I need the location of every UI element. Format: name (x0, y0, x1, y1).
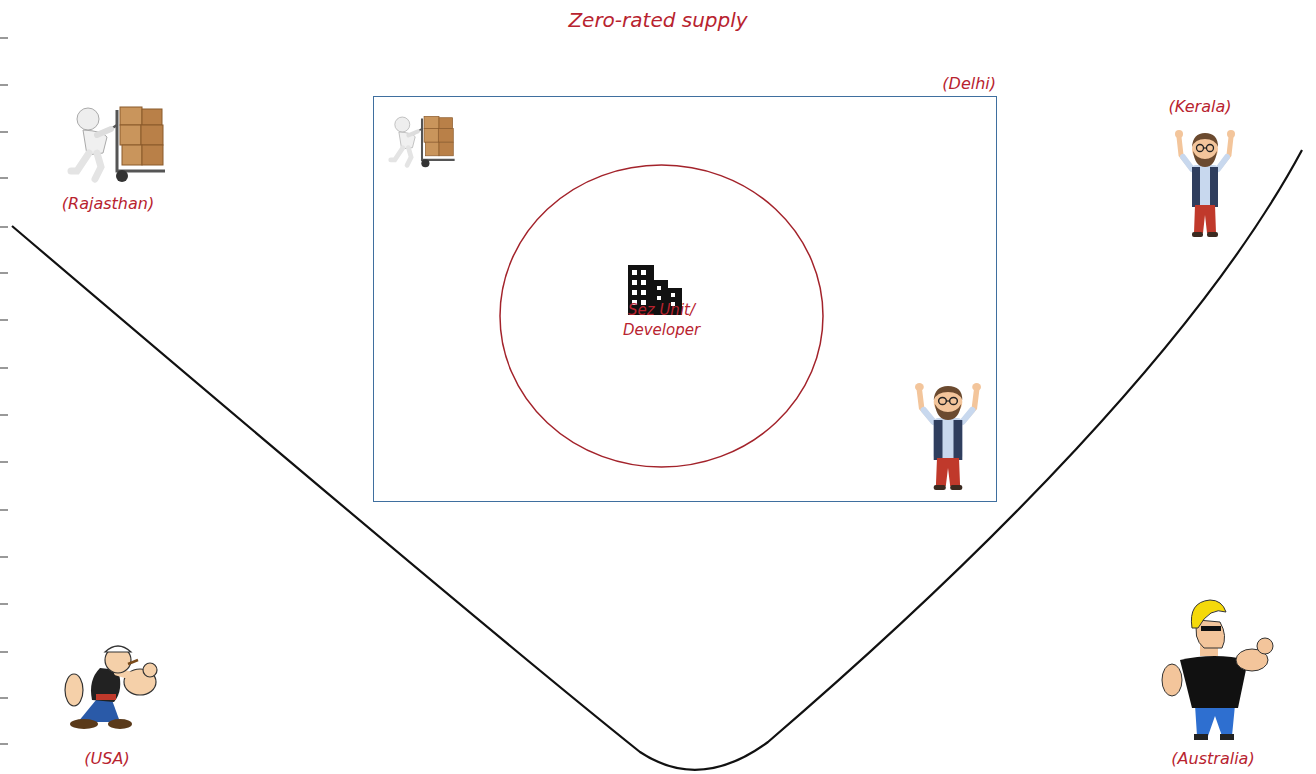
cheering-man (1175, 130, 1235, 237)
state-heading: (Delhi) (942, 74, 996, 93)
node-label: Sez Unit/ Developer (612, 300, 712, 340)
diagram-title: Zero-rated supply (568, 8, 747, 32)
place-label: (USA) (84, 749, 129, 768)
sailor-figure (65, 646, 157, 729)
place-label: (Kerala) (1169, 97, 1232, 116)
muscle-man (1162, 600, 1273, 740)
place-label: (Rajasthan) (62, 194, 154, 213)
margin-ticks (0, 38, 8, 744)
state-box: (Delhi)Sez Unit/ Developer (373, 96, 997, 502)
place-label: (Australia) (1171, 749, 1254, 768)
v-curve (12, 150, 1302, 770)
mover-figure (71, 107, 165, 182)
sez-circle: Sez Unit/ Developer (499, 164, 824, 468)
mover-figure (391, 116, 455, 167)
cheering-man (915, 383, 981, 490)
